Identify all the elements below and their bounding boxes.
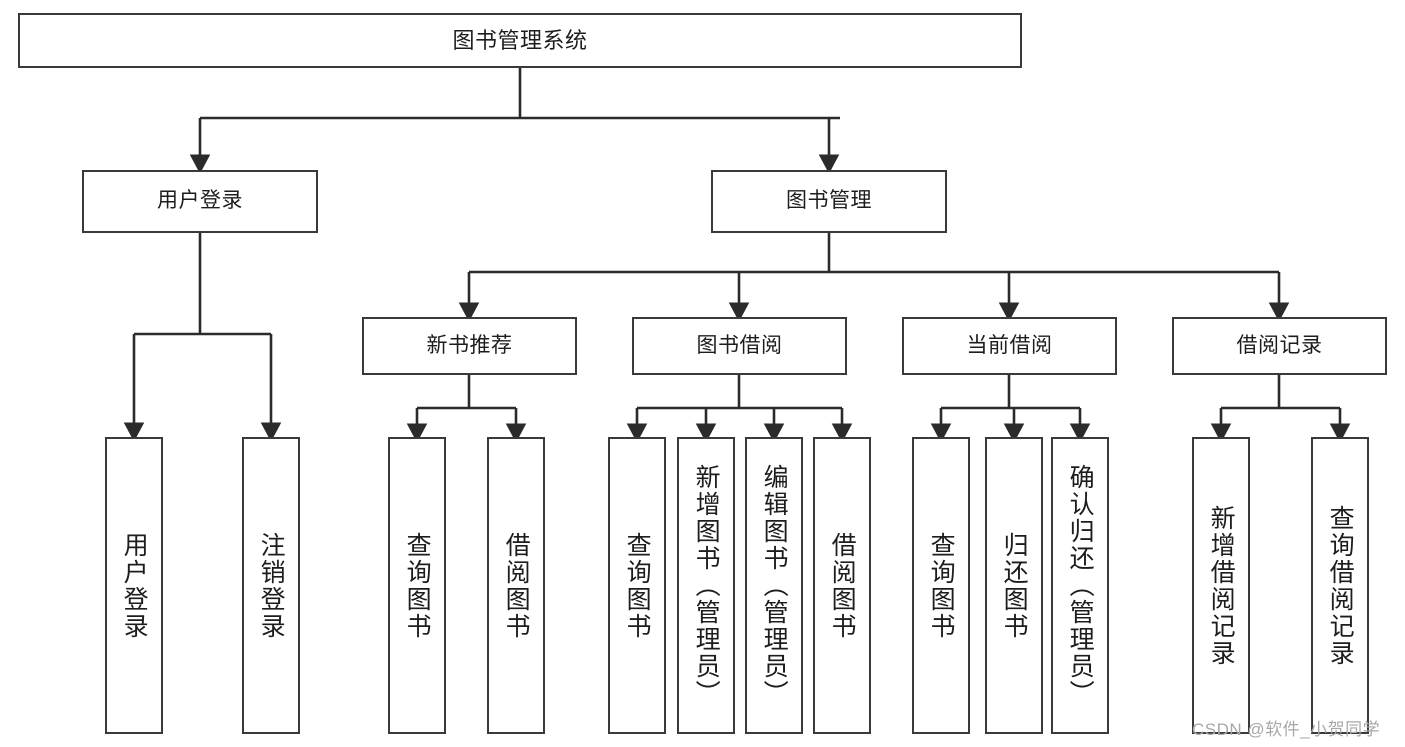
node-current-borrow[interactable]: 当前借阅 [902,317,1117,375]
node-root-label: 图书管理系统 [452,27,588,53]
node-book-borrow-label: 图书借阅 [696,333,783,357]
node-leaf-query-book-1-label: 查询图书 [403,531,432,640]
node-book-borrow[interactable]: 图书借阅 [632,317,847,375]
node-book-manage-label: 图书管理 [786,189,872,213]
node-leaf-borrow-book-2[interactable]: 借阅图书 [813,437,871,734]
node-borrow-record-label: 借阅记录 [1236,333,1323,357]
csdn-watermark: CSDN @软件_小贺同学 [1192,720,1381,739]
node-borrow-record[interactable]: 借阅记录 [1172,317,1387,375]
node-leaf-query-book-2-label: 查询图书 [623,531,652,640]
node-leaf-borrow-book-1[interactable]: 借阅图书 [487,437,545,734]
node-leaf-query-book-1[interactable]: 查询图书 [388,437,446,734]
node-leaf-add-book-label: 新增图书（管理员） [692,464,721,707]
node-root[interactable]: 图书管理系统 [18,13,1022,68]
node-leaf-return-book[interactable]: 归还图书 [985,437,1043,734]
node-leaf-query-book-2[interactable]: 查询图书 [608,437,666,734]
node-leaf-query-book-3[interactable]: 查询图书 [912,437,970,734]
node-book-manage[interactable]: 图书管理 [711,170,947,233]
node-leaf-user-login-label: 用户登录 [120,531,149,640]
node-leaf-user-login[interactable]: 用户登录 [105,437,163,734]
node-user-login[interactable]: 用户登录 [82,170,318,233]
node-leaf-confirm-return-label: 确认归还（管理员） [1066,464,1095,707]
node-user-login-label: 用户登录 [157,189,243,213]
node-leaf-query-record[interactable]: 查询借阅记录 [1311,437,1369,734]
node-leaf-query-record-label: 查询借阅记录 [1326,504,1355,667]
node-leaf-edit-book-label: 编辑图书（管理员） [760,464,789,707]
node-leaf-add-record-label: 新增借阅记录 [1207,504,1236,667]
node-leaf-confirm-return[interactable]: 确认归还（管理员） [1051,437,1109,734]
node-leaf-query-book-3-label: 查询图书 [927,531,956,640]
node-leaf-add-book[interactable]: 新增图书（管理员） [677,437,735,734]
node-leaf-borrow-book-2-label: 借阅图书 [828,531,857,640]
node-leaf-add-record[interactable]: 新增借阅记录 [1192,437,1250,734]
node-new-book-recommend-label: 新书推荐 [426,333,513,357]
node-current-borrow-label: 当前借阅 [966,333,1053,357]
node-leaf-edit-book[interactable]: 编辑图书（管理员） [745,437,803,734]
node-leaf-user-logout-label: 注销登录 [257,531,286,640]
node-leaf-user-logout[interactable]: 注销登录 [242,437,300,734]
node-leaf-return-book-label: 归还图书 [1000,531,1029,640]
node-new-book-recommend[interactable]: 新书推荐 [362,317,577,375]
node-leaf-borrow-book-1-label: 借阅图书 [502,531,531,640]
